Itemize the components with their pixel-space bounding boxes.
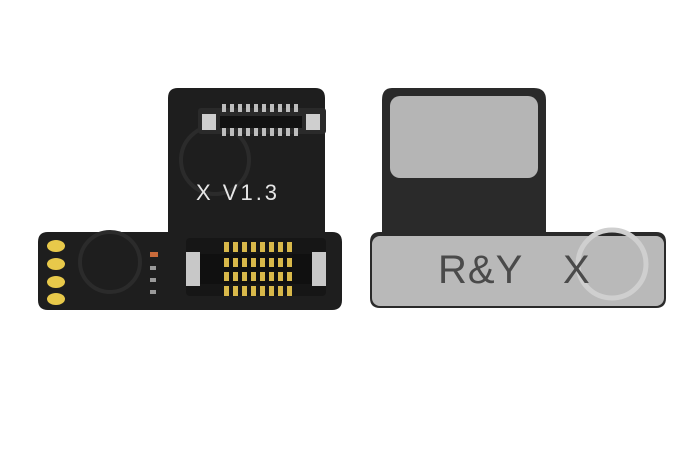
smd-components bbox=[150, 252, 158, 294]
top-connector bbox=[198, 104, 326, 136]
bottom-connector bbox=[186, 238, 326, 296]
model-label: X bbox=[563, 248, 590, 292]
contact-pads bbox=[47, 240, 65, 305]
watermark-logo-icon bbox=[575, 227, 649, 301]
watermark-logo-icon bbox=[78, 230, 142, 294]
stiffener-top bbox=[390, 96, 538, 178]
brand-label: R&Y bbox=[438, 248, 524, 292]
front-version-label: X V1.3 bbox=[196, 180, 281, 205]
